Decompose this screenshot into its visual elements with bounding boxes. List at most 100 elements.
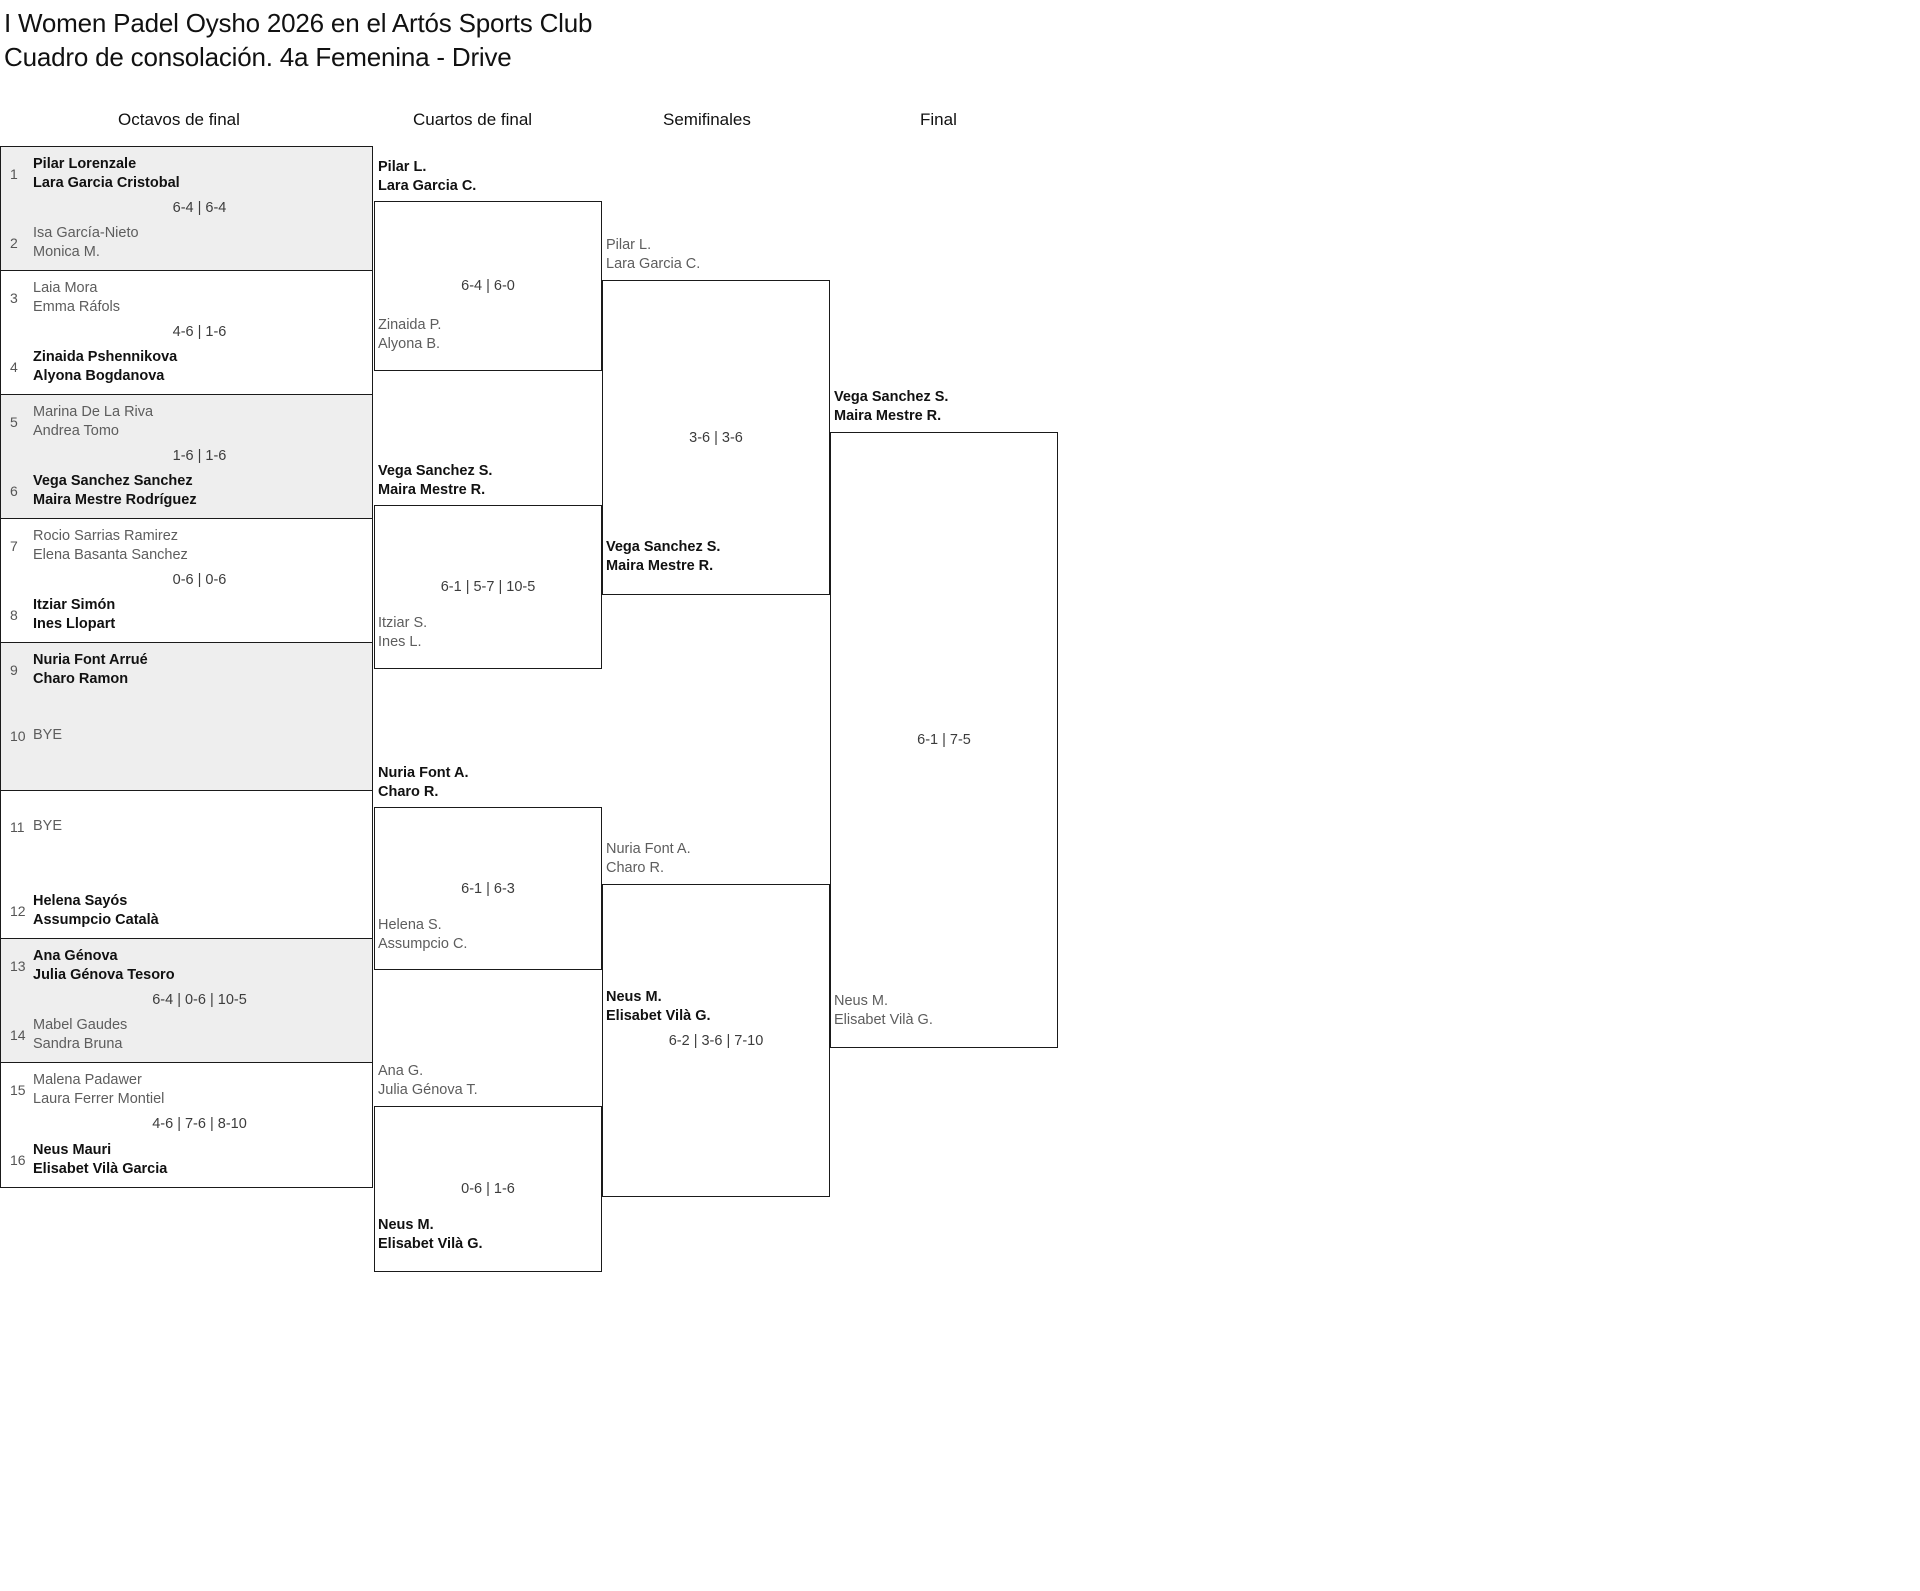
player-name: Pilar L.: [378, 159, 427, 175]
match-score: 6-2 | 3-6 | 7-10: [668, 1032, 764, 1049]
match-score: 6-4 | 6-0: [461, 278, 515, 294]
seed-number: 10: [10, 728, 26, 744]
player-name: Monica M.: [33, 244, 100, 260]
player-name: Nuria Font A.: [378, 765, 469, 781]
round1-slot[interactable]: 11 BYE: [1, 791, 372, 836]
match-score: 0-6 | 0-6: [172, 572, 227, 588]
match-score: 0-6 | 1-6: [461, 1181, 515, 1197]
player-name: Sandra Bruna: [33, 1036, 123, 1052]
seed-number: 15: [10, 1082, 26, 1098]
player-name: Lara Garcia Cristobal: [33, 175, 180, 191]
player-name: Vega Sanchez S.: [834, 389, 949, 405]
player-name: Charo R.: [378, 784, 439, 800]
match-score: 6-1 | 7-5: [917, 732, 971, 748]
player-name: Pilar L.: [606, 237, 652, 253]
player-name: Emma Ráfols: [33, 299, 121, 315]
advancing-team[interactable]: Neus M.Elisabet Vilà G.: [606, 988, 711, 1026]
advancing-team[interactable]: Vega Sanchez S.Maira Mestre R.: [378, 462, 492, 500]
seed-number: 16: [10, 1152, 26, 1168]
team-names: BYE: [33, 817, 366, 836]
advancing-team[interactable]: Vega Sanchez S.Maira Mestre R.: [606, 538, 720, 576]
player-name: Nuria Font A.: [606, 841, 691, 857]
advancing-team[interactable]: Pilar L. Lara Garcia C.: [606, 236, 700, 274]
title-line-1: I Women Padel Oysho 2026 en el Artós Spo…: [4, 8, 593, 38]
advancing-team[interactable]: Ana G.Julia Génova T.: [378, 1062, 478, 1100]
match-score: 6-4 | 6-4: [172, 200, 227, 216]
player-name: Maira Mestre R.: [378, 482, 486, 498]
player-name: Mabel Gaudes: [33, 1017, 128, 1033]
advancing-team[interactable]: Nuria Font A. Charo R.: [378, 764, 468, 802]
player-name: Julia Génova T.: [378, 1082, 478, 1098]
player-name: Malena Padawer: [33, 1072, 142, 1088]
player-name: Ana Génova: [33, 948, 118, 964]
seed-number: 7: [10, 538, 18, 554]
player-name: Andrea Tomo: [33, 423, 119, 439]
advancing-team[interactable]: Vega Sanchez S. Maira Mestre R.: [834, 388, 948, 426]
advancing-team[interactable]: Helena S.Assumpcio C.: [378, 916, 467, 954]
player-name: Laia Mora: [33, 280, 98, 296]
player-name: Lara Garcia C.: [606, 256, 701, 272]
player-name: Elisabet Vilà G.: [378, 1236, 483, 1252]
player-name: Neus M.: [606, 989, 662, 1005]
advancing-team[interactable]: Neus M.Elisabet Vilà G.: [834, 992, 933, 1030]
advancing-team[interactable]: Itziar S.Ines L.: [378, 614, 427, 652]
round-header-cuartos: Cuartos de final: [413, 110, 533, 129]
player-name: Neus M.: [378, 1217, 434, 1233]
advancing-team[interactable]: Zinaida P.Alyona B.: [378, 316, 441, 354]
player-name: Helena Sayós: [33, 893, 128, 909]
match-score: 3-6 | 3-6: [689, 429, 743, 446]
bracket-connector: [830, 432, 1058, 1048]
bracket-connector: [602, 884, 830, 1197]
advancing-team[interactable]: Pilar L.Lara Garcia C.: [378, 158, 476, 196]
seed-number: 4: [10, 359, 18, 375]
player-name: Maira Mestre R.: [606, 558, 714, 574]
advancing-team[interactable]: Neus M. Elisabet Vilà G.: [378, 1216, 483, 1254]
advancing-team[interactable]: Nuria Font A.Charo R.: [606, 840, 691, 878]
match-score: 4-6 | 1-6: [172, 324, 227, 340]
seed-number: 11: [10, 819, 25, 835]
player-name: Pilar Lorenzale: [33, 156, 137, 172]
bracket-connector: [374, 1106, 602, 1272]
player-name: Nuria Font Arrué: [33, 652, 148, 668]
player-name: Maira Mestre R.: [834, 408, 942, 424]
player-name: Ines L.: [378, 634, 422, 650]
round-header-octavos: Octavos de final: [118, 110, 240, 129]
seed-number: 8: [10, 607, 18, 623]
player-name: Helena S.: [378, 917, 442, 933]
match-score: 6-1 | 5-7 | 10-5: [440, 579, 536, 595]
player-name: Ines Llopart: [33, 616, 116, 632]
round-header-semifinales: Semifinales: [663, 110, 751, 129]
